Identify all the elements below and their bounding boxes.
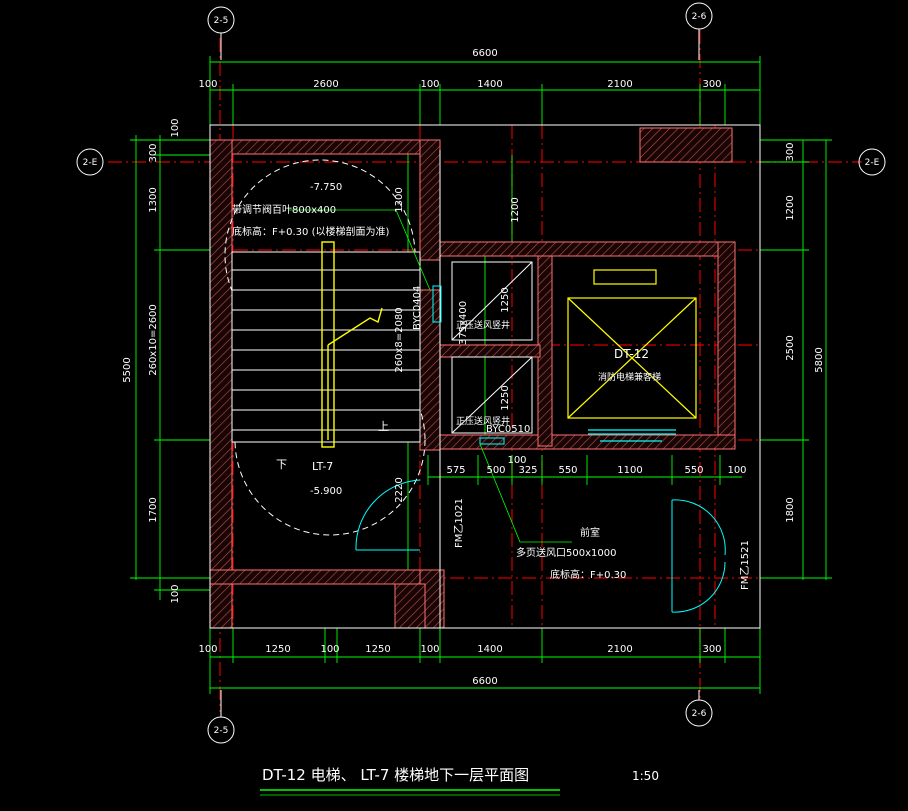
leader-lines: [288, 209, 572, 543]
grid-bubble-row-right: [858, 148, 886, 176]
dim-inner-2: 325: [518, 465, 537, 476]
stair-up: 上: [378, 420, 389, 433]
shaft-label-2: 正压送风竖井: [456, 415, 510, 427]
dim-top-2: 100: [420, 79, 439, 90]
dim-top-1: 2600: [313, 79, 338, 90]
stair-code: LT-7: [312, 460, 333, 473]
lift-name: 消防电梯兼客梯: [598, 371, 661, 383]
level-top: -7.750: [310, 182, 342, 193]
vent-grilles: [432, 285, 505, 445]
grid-bubbles: [76, 2, 886, 744]
grid-bubble-row-left: [76, 148, 104, 176]
dim-left-4: 1700: [148, 497, 159, 522]
dim-top-total: 6600: [472, 48, 497, 59]
dim-bottom-7: 300: [702, 644, 721, 655]
dim-bottom-6: 2100: [607, 644, 632, 655]
dim-bottom-0: 100: [198, 644, 217, 655]
stair-handrail: [321, 241, 383, 448]
dim-bottom-5: 1400: [477, 644, 502, 655]
dim-bottom-3: 1250: [365, 644, 390, 655]
dim-mid-1: 1200: [510, 197, 521, 222]
stair-down: 下: [276, 458, 287, 471]
title-text: DT-12 电梯、 LT-7 楼梯地下一层平面图: [262, 766, 529, 784]
drawing-title: DT-12 电梯、 LT-7 楼梯地下一层平面图 1:50: [260, 766, 659, 796]
lift-door-rails: [588, 429, 676, 442]
dim-inner-0: 575: [446, 465, 465, 476]
vent-note: 多页送风口500x1000: [516, 546, 616, 559]
size-label-1: 375x400: [458, 301, 469, 345]
dim-left-1: 300: [148, 143, 159, 162]
dim-right-1: 1200: [785, 195, 796, 220]
dim-right-2: 2500: [785, 335, 796, 360]
dim-right-outer: 5800: [814, 347, 825, 372]
grid-label-row-right: 2-E: [865, 158, 880, 168]
wall-column: [639, 127, 733, 163]
dim-left-5: 100: [170, 584, 181, 603]
dim-top-0: 100: [198, 79, 217, 90]
grid-label-row-left: 2-E: [83, 158, 98, 168]
lobby-label: 前室: [580, 526, 600, 539]
door-label-2: FM乙1521: [739, 540, 751, 590]
dim-mid-100: 100: [507, 455, 526, 466]
dim-right-0: 300: [785, 142, 796, 161]
level-bottom: -5.900: [310, 486, 342, 497]
outline: [209, 124, 761, 629]
byc-label-1: BYC0404: [412, 286, 423, 330]
dim-inner-5: 550: [684, 465, 703, 476]
air-shaft-upper: [451, 261, 533, 341]
dim-left-3: 260x10=2600: [148, 304, 159, 376]
doors: [355, 479, 726, 613]
grid-label-left-top: 2-5: [214, 16, 229, 26]
door-label-1: FM乙1021: [453, 498, 465, 548]
dim-mid-4: 2220: [394, 477, 405, 502]
lift-car: [567, 269, 697, 419]
door-swing-lobby-upper: [671, 499, 726, 556]
dim-mid-0: 1300: [394, 187, 405, 212]
shaft-label-1: 正压送风竖井: [456, 319, 510, 331]
dim-inner-1: 500: [486, 465, 505, 476]
dim-inner-3: 550: [558, 465, 577, 476]
door-swing-lobby-lower: [671, 561, 726, 613]
dim-inner-6: 100: [727, 465, 746, 476]
dim-mid-2: 1250: [500, 287, 511, 312]
dimension-text: 6600 100 2600 100 1400 2100 300 100 1250…: [122, 48, 825, 687]
byc-label-2: BYC0510: [486, 424, 530, 435]
stair: [224, 159, 426, 536]
dim-top-3: 1400: [477, 79, 502, 90]
dim-bottom-4: 100: [420, 644, 439, 655]
dim-bottom-total: 6600: [472, 676, 497, 687]
dim-left-outer: 5500: [122, 357, 133, 382]
grid-label-left-bottom: 2-5: [214, 726, 229, 736]
dim-mid-5: 260x8=2080: [394, 307, 405, 372]
dim-top-5: 300: [702, 79, 721, 90]
walls: [209, 127, 736, 629]
scale-text: 1:50: [632, 769, 659, 783]
air-shaft-lower: [451, 356, 533, 434]
annotations: -7.750 -5.900 带调节阀百叶800x400 底标高：F+0.30 (…: [232, 182, 751, 590]
damper-bottom-note: 底标高：F+0.30 (以楼梯剖面为准): [232, 225, 389, 238]
dim-left-0: 100: [170, 118, 181, 137]
dim-bottom-1: 1250: [265, 644, 290, 655]
dim-inner-4: 1100: [617, 465, 642, 476]
dim-top-4: 2100: [607, 79, 632, 90]
grid-label-right-top: 2-6: [692, 12, 707, 22]
grid-label-right-bottom: 2-6: [692, 709, 707, 719]
lift-code: DT-12: [614, 347, 649, 361]
dim-bottom-2: 100: [320, 644, 339, 655]
vent-bottom-note: 底标高：F+0.30: [550, 568, 626, 581]
door-swing-stair: [355, 479, 421, 551]
dim-left-2: 1300: [148, 187, 159, 212]
dim-right-3: 1800: [785, 497, 796, 522]
dim-mid-3: 1250: [500, 385, 511, 410]
damper-note: 带调节阀百叶800x400: [232, 203, 336, 216]
